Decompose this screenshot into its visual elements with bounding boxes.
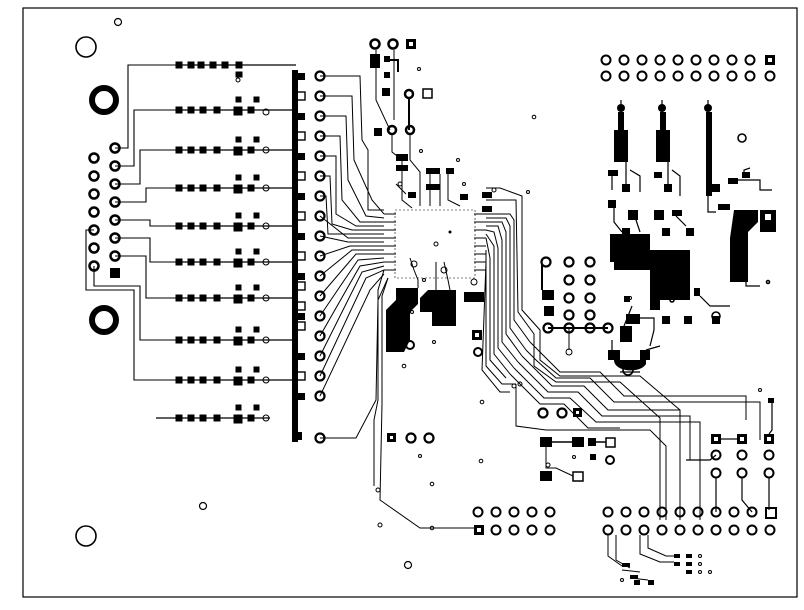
right-pin-columns: [686, 388, 775, 513]
connector-traces: [85, 64, 178, 381]
bottom-header: [472, 506, 556, 536]
top-header: [369, 38, 497, 212]
ground-bus: [292, 70, 298, 442]
top-right-header: [600, 54, 776, 82]
mid-header: [387, 432, 435, 444]
ic-right-traces: [481, 187, 761, 520]
mounting-holes: [75, 17, 413, 570]
bottom-right-header: [602, 506, 777, 536]
mid-right-parts: [540, 437, 616, 482]
power-supply-region: [608, 104, 776, 371]
channel-vias: [235, 77, 270, 422]
scattered-vias: [401, 114, 632, 531]
main-ic: [384, 209, 486, 279]
three-pin-row: [537, 407, 582, 419]
bottom-smd-cluster: [607, 535, 712, 585]
header-to-ic-traces: [319, 75, 389, 439]
channel-rows: [156, 61, 296, 424]
power-pours: [386, 288, 484, 352]
board-outline: [22, 7, 798, 598]
